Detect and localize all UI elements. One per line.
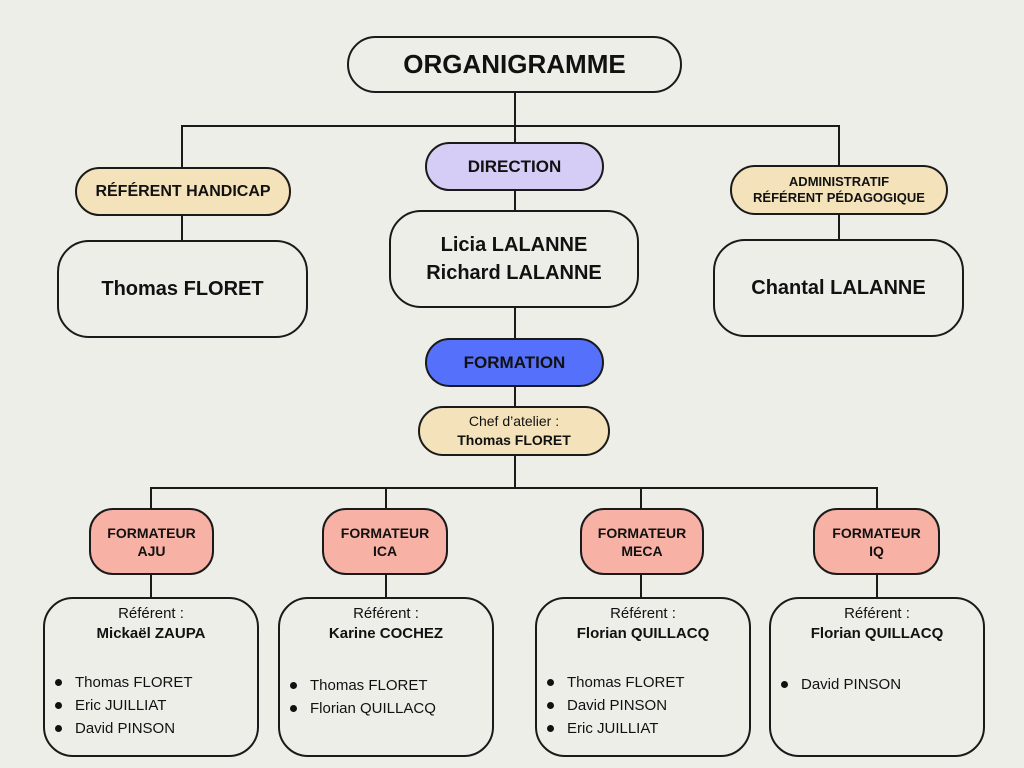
formateur-title: FORMATEUR <box>340 524 430 541</box>
list-item: Thomas FLORET <box>547 671 685 694</box>
list-item: David PINSON <box>781 673 901 696</box>
formateur-aju-box: FORMATEUR AJU <box>89 508 214 575</box>
list-item: David PINSON <box>55 717 193 740</box>
list-item: Eric JUILLIAT <box>547 717 685 740</box>
connector-line <box>385 487 387 509</box>
connector-line <box>514 306 516 340</box>
connector-line <box>150 487 152 509</box>
connector-line <box>838 213 840 241</box>
referent-name: Karine COCHEZ <box>328 625 444 642</box>
direction-label-box: DIRECTION <box>425 142 604 191</box>
administratif-label-box: ADMINISTRATIF RÉFÉRENT PÉDAGOGIQUE <box>730 165 948 215</box>
list-item: Thomas FLORET <box>55 671 193 694</box>
connector-line <box>514 455 516 488</box>
member-name: David PINSON <box>801 676 902 693</box>
connector-line <box>838 125 840 167</box>
bullet-icon <box>55 679 62 686</box>
referent-name: Florian QUILLACQ <box>576 625 710 642</box>
member-name: Thomas FLORET <box>567 674 685 691</box>
direction-person: Licia LALANNE <box>440 234 588 256</box>
member-name: Thomas FLORET <box>310 677 428 694</box>
chef-atelier-box: Chef d’atelier : Thomas FLORET <box>418 406 610 456</box>
member-name: Florian QUILLACQ <box>310 700 436 717</box>
connector-line <box>876 487 878 509</box>
formateur-subject: IQ <box>869 542 884 559</box>
connector-line <box>514 92 516 144</box>
list-item: Florian QUILLACQ <box>290 697 436 720</box>
list-item: Eric JUILLIAT <box>55 694 193 717</box>
title-box: ORGANIGRAMME <box>347 36 682 93</box>
member-name: David PINSON <box>75 720 176 737</box>
member-list: Thomas FLORET David PINSON Eric JUILLIAT <box>547 671 685 740</box>
connector-line <box>640 573 642 599</box>
formation-label: FORMATION <box>463 352 566 372</box>
formateur-subject: ICA <box>372 542 398 559</box>
member-name: Eric JUILLIAT <box>567 720 659 737</box>
connector-line <box>640 487 642 509</box>
referent-handicap-label-box: RÉFÉRENT HANDICAP <box>75 167 291 216</box>
member-name: Thomas FLORET <box>75 674 193 691</box>
direction-label: DIRECTION <box>467 156 562 176</box>
page-title: ORGANIGRAMME <box>403 49 626 79</box>
referent-card-aju: Référent : Mickaël ZAUPA Thomas FLORET E… <box>43 597 259 757</box>
referent-card-iq: Référent : Florian QUILLACQ David PINSON <box>769 597 985 757</box>
chef-atelier-name: Thomas FLORET <box>457 432 571 448</box>
bullet-icon <box>547 702 554 709</box>
formateur-iq-box: FORMATEUR IQ <box>813 508 940 575</box>
bullet-icon <box>290 682 297 689</box>
administratif-person: Chantal LALANNE <box>751 276 926 299</box>
member-list: Thomas FLORET Eric JUILLIAT David PINSON <box>55 671 193 740</box>
bullet-icon <box>547 725 554 732</box>
connector-line <box>514 190 516 212</box>
connector-line <box>150 487 878 489</box>
referent-label: Référent : <box>844 605 910 622</box>
connector-line <box>181 125 840 127</box>
formateur-subject: AJU <box>137 542 166 559</box>
bullet-icon <box>290 705 297 712</box>
member-name: Eric JUILLIAT <box>75 697 167 714</box>
referent-handicap-label: RÉFÉRENT HANDICAP <box>95 182 271 200</box>
member-list: Thomas FLORET Florian QUILLACQ <box>290 674 436 720</box>
formateur-subject: MECA <box>621 542 663 559</box>
list-item: David PINSON <box>547 694 685 717</box>
bullet-icon <box>781 681 788 688</box>
formateur-meca-box: FORMATEUR MECA <box>580 508 704 575</box>
bullet-icon <box>55 702 62 709</box>
connector-line <box>385 573 387 599</box>
referent-handicap-person: Thomas FLORET <box>101 277 264 300</box>
connector-line <box>181 125 183 170</box>
referent-label: Référent : <box>353 605 419 622</box>
formation-label-box: FORMATION <box>425 338 604 387</box>
connector-line <box>181 214 183 242</box>
formateur-ica-box: FORMATEUR ICA <box>322 508 448 575</box>
bullet-icon <box>547 679 554 686</box>
referent-label: Référent : <box>118 605 184 622</box>
bullet-icon <box>55 725 62 732</box>
administratif-label-line2: RÉFÉRENT PÉDAGOGIQUE <box>753 190 925 205</box>
list-item: Thomas FLORET <box>290 674 436 697</box>
connector-line <box>514 385 516 407</box>
direction-people-box: Licia LALANNE Richard LALANNE <box>389 210 639 308</box>
referent-card-meca: Référent : Florian QUILLACQ Thomas FLORE… <box>535 597 751 757</box>
formateur-title: FORMATEUR <box>597 524 687 541</box>
connector-line <box>150 573 152 599</box>
referent-name: Florian QUILLACQ <box>810 625 944 642</box>
referent-label: Référent : <box>610 605 676 622</box>
administratif-person-box: Chantal LALANNE <box>713 239 964 337</box>
member-name: David PINSON <box>567 697 668 714</box>
chef-atelier-label: Chef d’atelier : <box>468 413 560 429</box>
referent-name: Mickaël ZAUPA <box>96 625 206 642</box>
referent-handicap-person-box: Thomas FLORET <box>57 240 308 338</box>
direction-person: Richard LALANNE <box>426 262 602 284</box>
formateur-title: FORMATEUR <box>107 524 196 541</box>
formateur-title: FORMATEUR <box>832 524 921 541</box>
referent-card-ica: Référent : Karine COCHEZ Thomas FLORET F… <box>278 597 494 757</box>
connector-line <box>876 573 878 599</box>
member-list: David PINSON <box>781 673 901 696</box>
administratif-label-line1: ADMINISTRATIF <box>788 174 890 189</box>
